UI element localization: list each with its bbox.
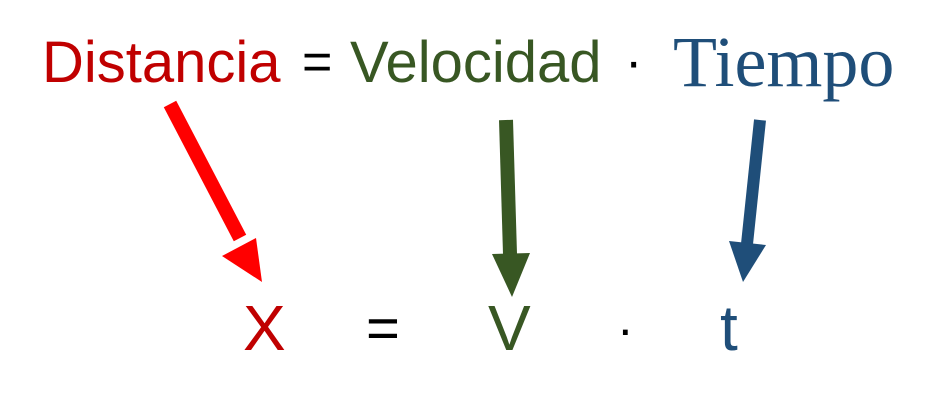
- time-arrow: [729, 119, 766, 282]
- time-word: Tiempo: [673, 22, 895, 102]
- bottom-equals-sign: =: [366, 296, 400, 361]
- velocity-symbol: V: [488, 292, 531, 364]
- top-multiply-dot: ·: [625, 33, 643, 91]
- distance-symbol: X: [243, 292, 286, 364]
- velocity-arrow: [492, 119, 530, 297]
- top-equals-sign: =: [302, 33, 333, 91]
- velocity-word: Velocidad: [350, 30, 602, 95]
- distance-arrow: [163, 100, 262, 282]
- bottom-multiply-dot: ·: [617, 301, 634, 357]
- time-symbol: t: [720, 292, 738, 364]
- distance-word: Distancia: [42, 30, 281, 95]
